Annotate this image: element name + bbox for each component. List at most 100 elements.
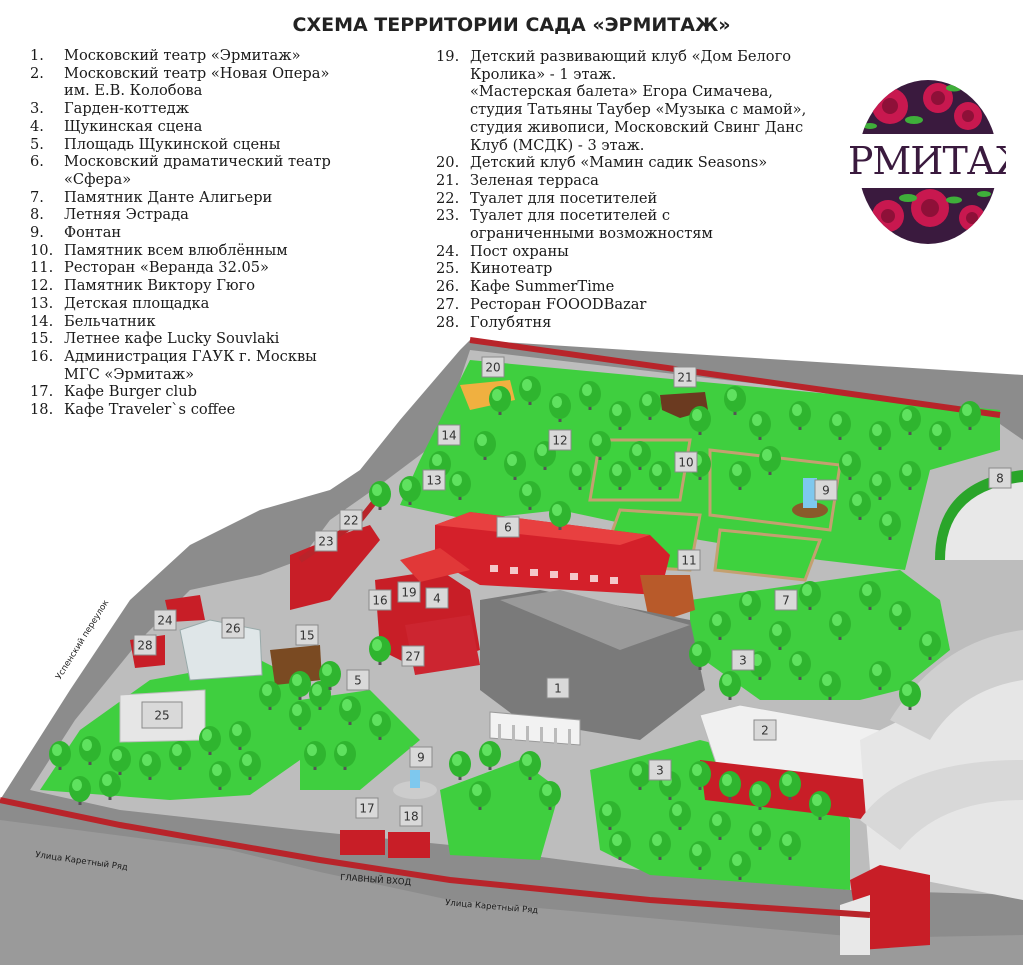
trees: [49, 376, 981, 880]
hermitage-theatre[interactable]: [480, 590, 705, 746]
legend-item-number: 10.: [30, 241, 54, 259]
map-badge[interactable]: 6: [496, 516, 520, 538]
map-badge[interactable]: 5: [346, 669, 370, 691]
map-badge-label: 1: [554, 682, 562, 696]
lucky-souvlaki-cafe[interactable]: [270, 645, 322, 685]
legend-item-line: Туалет для посетителей с: [470, 207, 671, 225]
map-badge[interactable]: 24: [153, 609, 177, 631]
legend-item-number: 1.: [30, 47, 44, 64]
legend-item-line: студия Татьяны Таубер «Музыка с мамой»,: [470, 101, 807, 119]
map-badge[interactable]: 18: [399, 805, 423, 827]
tree: [789, 401, 811, 430]
tree: [609, 401, 631, 430]
map-badge[interactable]: 3: [648, 759, 672, 781]
tree: [609, 461, 631, 490]
map-badge[interactable]: 7: [774, 589, 798, 611]
tree: [849, 491, 871, 520]
map-badge-label: 19: [401, 586, 416, 600]
map-badge[interactable]: 10: [674, 451, 698, 473]
tree: [899, 406, 921, 435]
legend-item: 13.Детская площадка: [30, 295, 390, 313]
tree: [859, 581, 881, 610]
legend-item-line: Зеленая терраса: [470, 171, 599, 189]
legend-item-line: МГС «Эрмитаж»: [64, 365, 195, 383]
map-badge-label: 2: [761, 724, 769, 738]
page-title: СХЕМА ТЕРРИТОРИИ САДА «ЭРМИТАЖ»: [292, 14, 731, 36]
tree: [649, 831, 671, 860]
map-badge[interactable]: 9: [409, 746, 433, 768]
map-badge[interactable]: 13: [422, 469, 446, 491]
legend-item-line: Кафе SummerTime: [470, 278, 615, 296]
map-badge[interactable]: 26: [221, 617, 245, 639]
map-badge[interactable]: 22: [339, 509, 363, 531]
map-badge-label: 5: [354, 674, 362, 688]
legend-item: 21.Зеленая терраса: [436, 172, 836, 190]
legend-item: 7.Памятник Данте Алигьери: [30, 189, 390, 207]
legend-item: 22.Туалет для посетителей: [436, 190, 836, 208]
legend-item-line: Летнее кафе Lucky Souvlaki: [64, 330, 280, 348]
legend-item-text: Зеленая терраса: [470, 172, 836, 190]
summer-stage[interactable]: [935, 470, 1023, 560]
map-badge[interactable]: 9: [814, 479, 838, 501]
legend-item-text: Туалет для посетителей: [470, 190, 836, 208]
tree: [209, 761, 231, 790]
map-badge-label: 24: [157, 614, 172, 628]
legend-item-line: Гарден-коттедж: [64, 100, 190, 118]
map-badge[interactable]: 27: [401, 645, 425, 667]
map-badge[interactable]: 17: [355, 797, 379, 819]
summertime-cafe[interactable]: [179, 619, 263, 681]
map-badge[interactable]: 3: [731, 649, 755, 671]
legend-item-text: Кафе SummerTime: [470, 278, 836, 296]
tree: [779, 831, 801, 860]
legend-item-line: Летняя Эстрада: [64, 206, 189, 224]
legend-item-line: Кафе Traveler`s coffee: [64, 401, 236, 419]
map-badge-label: 26: [225, 622, 240, 636]
legend-item-line: Голубятня: [470, 313, 552, 331]
legend-item-number: 26.: [436, 278, 460, 296]
tree: [334, 741, 356, 770]
tree: [199, 726, 221, 755]
legend-item-line: «Мастерская балета» Егора Симачева,: [470, 83, 773, 101]
tree: [669, 801, 691, 830]
tree: [309, 681, 331, 710]
tree: [709, 611, 731, 640]
tree: [549, 501, 571, 530]
legend-item-number: 15.: [30, 330, 54, 348]
map-badge[interactable]: 19: [397, 581, 421, 603]
map-badge[interactable]: 14: [437, 424, 461, 446]
map-badge[interactable]: 25: [141, 701, 183, 729]
map-badge[interactable]: 2: [753, 719, 777, 741]
tree: [259, 681, 281, 710]
map-badge[interactable]: 23: [314, 530, 338, 552]
map-badge-label: 3: [656, 764, 664, 778]
veranda-restaurant[interactable]: [640, 575, 695, 625]
tree: [339, 696, 361, 725]
tree: [919, 631, 941, 660]
legend-item-text: Пост охраны: [470, 243, 836, 261]
legend-item-number: 9.: [30, 224, 44, 242]
map-badge-label: 9: [822, 484, 830, 498]
map-badge[interactable]: 8: [988, 467, 1012, 489]
logo-text: ЭРМИТАЖ: [850, 139, 1006, 183]
map-badge[interactable]: 16: [368, 589, 392, 611]
map-badge[interactable]: 21: [673, 366, 697, 388]
legend-item-number: 13.: [30, 294, 54, 312]
legend-item-text: Московский театр «Эрмитаж»: [64, 47, 390, 65]
main-entrance-gates[interactable]: [340, 830, 430, 858]
map-badge[interactable]: 11: [677, 549, 701, 571]
garden-map-canvas[interactable]: 1233456789910111213141516171819202122232…: [0, 330, 1023, 965]
map-badges[interactable]: 1233456789910111213141516171819202122232…: [133, 356, 1012, 827]
map-badge[interactable]: 4: [425, 587, 449, 609]
map-badge[interactable]: 15: [295, 624, 319, 646]
map-badge[interactable]: 1: [546, 677, 570, 699]
map-badge[interactable]: 20: [481, 356, 505, 378]
map-badge[interactable]: 28: [133, 634, 157, 656]
toilets-block[interactable]: [290, 525, 380, 610]
tree: [789, 651, 811, 680]
tree: [109, 746, 131, 775]
legend-item: 8.Летняя Эстрада: [30, 206, 390, 224]
map-badge[interactable]: 12: [548, 429, 572, 451]
sphere-theatre[interactable]: [435, 512, 670, 595]
